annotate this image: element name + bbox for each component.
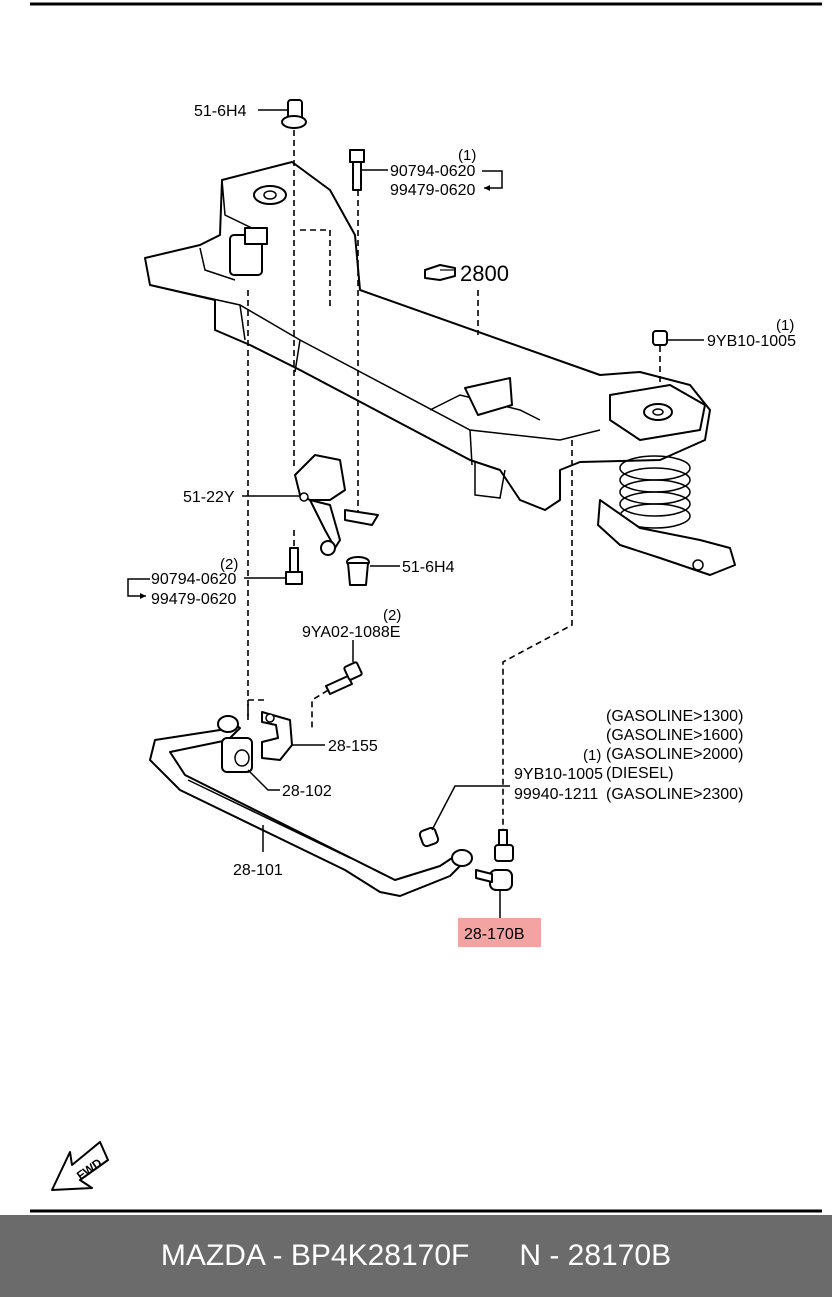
label-28-101: 28-101 bbox=[233, 862, 283, 879]
label-28-102: 28-102 bbox=[282, 783, 332, 800]
bushing-51-6h4-top bbox=[281, 99, 307, 129]
assembly-lines bbox=[247, 130, 573, 830]
label-51-22y: 51-22Y bbox=[183, 489, 235, 506]
nut-9yb10-1005-right bbox=[652, 330, 668, 346]
bracket-51-22y bbox=[294, 454, 379, 556]
label-99940-1211: 99940-1211 bbox=[514, 786, 598, 803]
bolt-90794-left bbox=[285, 547, 303, 585]
label-9yb10-1005-right: 9YB10-1005 bbox=[707, 333, 796, 350]
qty-9yb10-lower: (1) bbox=[583, 747, 601, 764]
clamp-28-155 bbox=[261, 711, 293, 761]
pointing-hand-icon bbox=[424, 264, 456, 281]
label-gasoline-1300: (GASOLINE>1300) bbox=[606, 708, 743, 725]
bushing-28-102 bbox=[221, 737, 253, 773]
footer-bar: MAZDA - BP4K28170F N - 28170B bbox=[0, 1215, 832, 1297]
label-9yb10-1005-lower: 9YB10-1005 bbox=[514, 766, 603, 783]
label-28-170b: 28-170B bbox=[464, 926, 525, 943]
bushing-51-6h4-mid bbox=[346, 556, 370, 586]
qty-nut-right: (1) bbox=[776, 317, 794, 334]
qty-9ya02: (2) bbox=[383, 607, 401, 624]
stabilizer-link-28-170b bbox=[475, 829, 514, 891]
label-diesel: (DIESEL) bbox=[606, 765, 674, 782]
label-90794-0620-left: 90794-0620 bbox=[151, 571, 237, 588]
subframe-2800 bbox=[144, 161, 736, 576]
label-gasoline-2300: (GASOLINE>2300) bbox=[606, 786, 743, 803]
label-2800: 2800 bbox=[460, 261, 509, 286]
bolt-90794-top bbox=[349, 149, 365, 191]
footer-n-number: N - 28170B bbox=[519, 1239, 672, 1272]
label-90794-0620-top: 90794-0620 bbox=[390, 163, 476, 180]
stabilizer-bar-28-101 bbox=[149, 715, 473, 897]
footer-spacer bbox=[469, 1239, 519, 1273]
label-51-6h4-mid: 51-6H4 bbox=[402, 559, 455, 576]
label-99479-0620-top: 99479-0620 bbox=[390, 182, 476, 199]
label-99479-0620-left: 99479-0620 bbox=[151, 591, 237, 608]
label-gasoline-2000: (GASOLINE>2000) bbox=[606, 746, 743, 763]
label-51-6h4-top: 51-6H4 bbox=[194, 103, 247, 120]
qty-bolt-top: (1) bbox=[458, 147, 476, 164]
label-28-155: 28-155 bbox=[328, 738, 378, 755]
qty-bolt-left: (2) bbox=[220, 556, 238, 573]
bolt-9ya02-1088e bbox=[325, 661, 363, 695]
highlight-28-170b bbox=[458, 918, 541, 947]
nut-lower bbox=[418, 826, 440, 848]
label-9ya02-1088e: 9YA02-1088E bbox=[302, 624, 400, 641]
footer-part-number: MAZDA - BP4K28170F bbox=[160, 1239, 470, 1272]
fwd-arrow-icon: FWD bbox=[51, 1141, 109, 1191]
label-gasoline-1600: (GASOLINE>1600) bbox=[606, 727, 743, 744]
